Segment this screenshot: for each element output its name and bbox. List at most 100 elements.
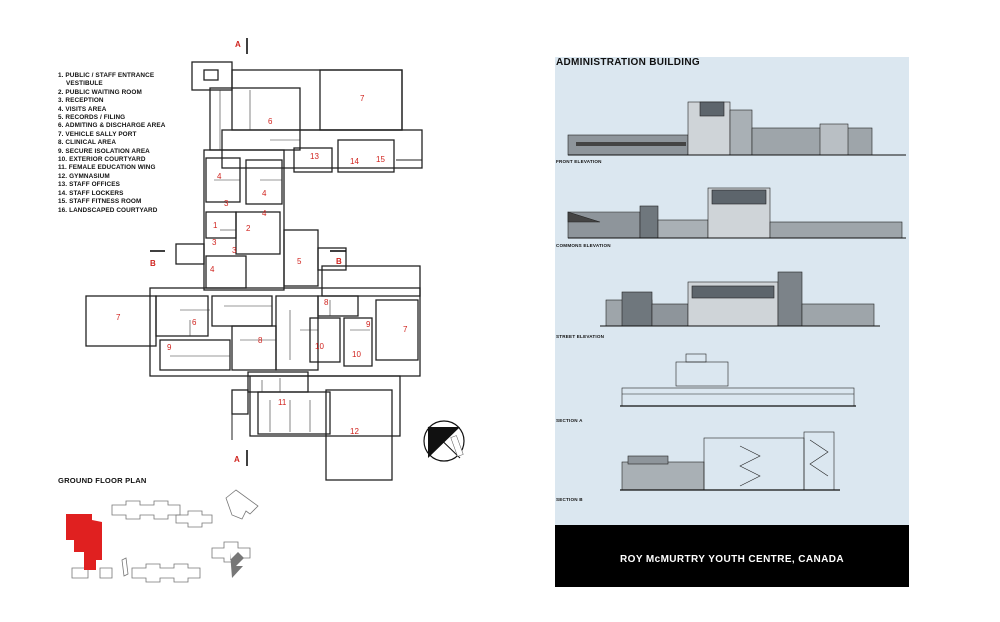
legend-text: EXTERIOR COURTYARD [69,156,146,164]
legend-text: LANDSCAPED COURTYARD [69,206,158,214]
key-plan [66,489,259,583]
room-label: 9 [366,320,371,329]
section-b-label: SECTION B [556,497,583,502]
panel-title: ADMINISTRATION BUILDING [556,57,700,68]
legend-text: PUBLIC WAITING ROOM [65,88,142,96]
legend-number: 7. [58,130,64,138]
room-label: 8 [258,336,263,345]
legend-text: RECEPTION [65,97,104,105]
legend-item: 16. LANDSCAPED COURTYARD [58,207,228,215]
legend-number: 6. [58,122,64,130]
street-elevation-drawing [600,271,880,327]
legend-text: SECURE ISOLATION AREA [65,147,150,155]
legend-item: 6. ADMITING & DISCHARGE AREA [58,122,228,130]
legend-number: 2. [58,88,64,96]
legend-item: 7. VEHICLE SALLY PORT [58,131,228,139]
plan-walls [85,61,423,481]
legend-number: 3. [58,97,64,105]
room-label: 7 [116,313,121,322]
room-label: 6 [192,318,197,327]
legend-item: 8. CLINICAL AREA [58,139,228,147]
front-elevation-label: FRONT ELEVATION [556,159,602,164]
room-label: 4 [210,265,215,274]
legend-number: 14. [58,189,68,197]
room-label: 14 [350,157,359,166]
legend-item: 13. STAFF OFFICES [58,181,228,189]
legend-number: 9. [58,147,64,155]
project-title: ROY McMURTRY YOUTH CENTRE, CANADA [620,554,844,565]
plan-site-lines [231,159,422,440]
svg-text:B: B [336,257,342,266]
svg-text:A: A [234,455,240,464]
legend-text: CLINICAL AREA [65,139,117,147]
legend-number: 5. [58,114,64,122]
north-arrow-icon [423,420,465,462]
legend-item: 5. RECORDS / FILING [58,114,228,122]
section-marker-b-left: B [150,250,165,268]
section-marker-a-top: A [235,38,248,54]
legend-item: 12. GYMNASIUM [58,173,228,181]
room-label: 10 [352,350,361,359]
legend-text: STAFF OFFICES [69,181,120,189]
room-label: 12 [350,427,359,436]
project-title-bar: ROY McMURTRY YOUTH CENTRE, CANADA [555,525,909,587]
svg-text:B: B [150,259,156,268]
key-plan-arrow-icon [230,552,244,578]
legend-text: FEMALE EDUCATION WING [68,164,156,172]
room-label: 13 [310,152,319,161]
room-label: 8 [324,298,329,307]
legend-item: 14. STAFF LOCKERS [58,190,228,198]
legend-text: GYMNASIUM [69,172,110,180]
legend-text-continued: VESTIBULE [66,80,103,88]
legend-number: 8. [58,139,64,147]
legend-text: STAFF LOCKERS [69,189,124,197]
legend-number: 13. [58,181,68,189]
room-number-labels: 7 6 13 14 15 4 4 3 1 2 4 3 3 4 5 7 6 8 9… [116,94,408,436]
legend-item: 4. VISITS AREA [58,106,228,114]
room-label: 6 [268,117,273,126]
legend-number: 1. [58,72,64,79]
plan-interior-partitions [170,90,370,432]
room-label: 3 [232,246,237,255]
section-a-drawing [620,353,856,407]
street-elevation-label: STREET ELEVATION [556,334,605,339]
legend-text: ADMITING & DISCHARGE AREA [65,122,166,130]
commons-elevation-drawing [567,187,906,239]
section-marker-b-right: B [330,250,346,266]
room-label: 10 [315,342,324,351]
legend-number: 4. [58,105,64,113]
legend-item: 10. EXTERIOR COURTYARD [58,156,228,164]
room-label: 3 [212,238,217,247]
section-b-drawing [620,431,840,491]
legend-number: 16. [58,206,68,214]
legend-item: 3. RECEPTION [58,97,228,105]
room-label: 3 [224,199,229,208]
section-marker-a-bottom: A [234,450,248,466]
legend-text: STAFF FITNESS ROOM [69,198,142,206]
legend-text: RECORDS / FILING [65,114,126,122]
room-label: 5 [297,257,302,266]
room-label: 15 [376,155,385,164]
legend-item: 11. FEMALE EDUCATION WING [58,164,228,172]
svg-text:A: A [235,40,241,49]
legend-number: 15. [58,198,68,206]
legend-number: 10. [58,156,68,164]
legend-number: 12. [58,172,68,180]
room-label: 1 [213,221,218,230]
front-elevation-drawing [567,101,906,156]
room-label: 2 [246,224,251,233]
room-label: 9 [167,343,172,352]
room-label: 4 [262,209,267,218]
legend-text: PUBLIC / STAFF ENTRANCE [65,72,155,79]
highlighted-building [66,514,102,570]
commons-elevation-label: COMMONS ELEVATION [556,243,611,248]
room-label: 11 [278,398,287,407]
legend-text: VEHICLE SALLY PORT [65,130,137,138]
room-label: 4 [262,189,267,198]
legend-item: 9. SECURE ISOLATION AREA [58,148,228,156]
section-a-label: SECTION A [556,418,583,423]
legend-item: 2. PUBLIC WAITING ROOM [58,89,228,97]
legend-item: 1. PUBLIC / STAFF ENTRANCE [58,72,228,80]
